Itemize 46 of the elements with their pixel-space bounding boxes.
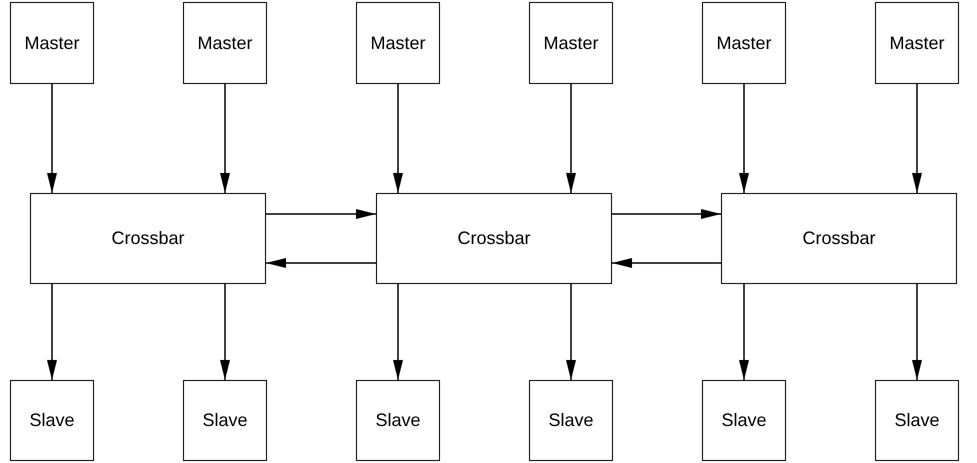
node-label: Slave	[894, 410, 940, 431]
master-box	[10, 2, 94, 84]
node-label: Slave	[375, 410, 421, 431]
arrow	[220, 84, 230, 193]
master-box	[183, 2, 267, 84]
node-label: Master	[889, 32, 944, 54]
arrow	[612, 258, 721, 268]
arrow	[220, 284, 230, 380]
arrow	[47, 84, 57, 193]
arrow	[393, 284, 403, 380]
arrow	[566, 84, 576, 193]
arrow	[566, 284, 576, 380]
node-label: Slave	[202, 410, 248, 431]
arrow	[739, 84, 749, 193]
master-box	[529, 2, 613, 84]
node-label: Master	[716, 32, 772, 54]
node-label: Crossbar	[457, 228, 531, 249]
slave-box	[529, 380, 613, 461]
node-label: Master	[543, 32, 598, 54]
arrow	[912, 284, 922, 380]
crossbar-box	[376, 193, 612, 284]
master-box	[702, 2, 786, 84]
node-label: Slave	[721, 410, 767, 431]
node-label: Master	[370, 32, 426, 54]
slave-box	[702, 380, 786, 461]
node-label: Slave	[548, 410, 594, 431]
slave-box	[356, 380, 440, 461]
master-box	[875, 2, 959, 84]
master-box	[356, 2, 440, 84]
arrow	[266, 209, 376, 219]
slave-box	[875, 380, 959, 461]
crossbar-box	[30, 193, 266, 284]
arrow	[393, 84, 403, 193]
node-label: Crossbar	[111, 228, 185, 249]
node-label: Slave	[29, 410, 75, 431]
arrow	[739, 284, 749, 380]
arrow	[912, 84, 922, 193]
node-label: Master	[197, 32, 252, 54]
slave-box	[183, 380, 267, 461]
node-label: Master	[24, 32, 80, 54]
node-label: Crossbar	[802, 228, 876, 249]
arrow	[47, 284, 57, 380]
arrow	[266, 258, 376, 268]
crossbar-box	[721, 193, 957, 284]
arrow	[612, 209, 721, 219]
slave-box	[10, 380, 94, 461]
